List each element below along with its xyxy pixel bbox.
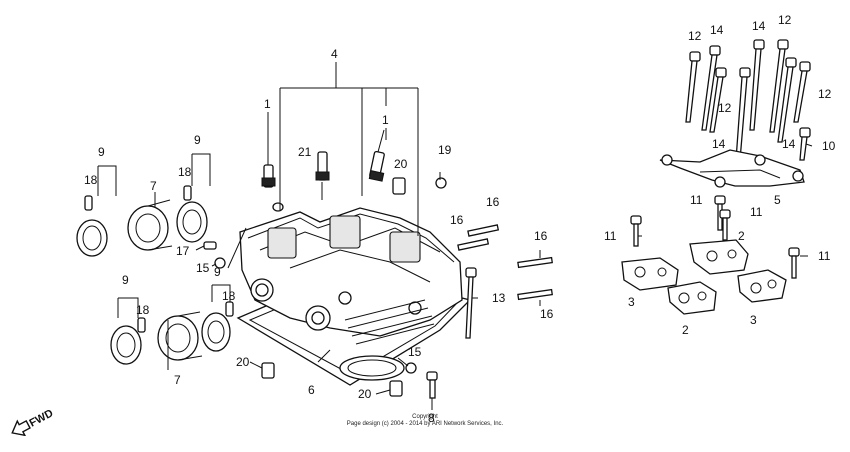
callout-9c: 9 xyxy=(122,273,129,287)
callout-3a: 3 xyxy=(628,295,635,309)
callout-18b: 18 xyxy=(178,165,192,179)
leader-lines xyxy=(97,62,813,410)
callout-12b: 12 xyxy=(778,13,792,27)
cylinder-head xyxy=(236,207,472,386)
callout-12a: 12 xyxy=(688,29,702,43)
callout-17: 17 xyxy=(176,244,190,258)
callout-13: 13 xyxy=(492,291,506,305)
callout-19: 19 xyxy=(438,143,452,157)
callout-9d: 9 xyxy=(214,265,221,279)
studs-16 xyxy=(457,224,553,301)
callout-9b: 9 xyxy=(194,133,201,147)
callout-11b: 11 xyxy=(750,205,763,219)
callout-16a: 16 xyxy=(450,213,464,227)
callout-16d: 16 xyxy=(540,307,554,321)
callout-15b: 15 xyxy=(408,345,422,359)
callout-16b: 16 xyxy=(486,195,500,209)
callout-11a: 11 xyxy=(690,193,703,207)
fwd-arrow-icon: FWD xyxy=(11,407,55,436)
callout-21: 21 xyxy=(298,145,312,159)
callout-20a: 20 xyxy=(394,157,408,171)
rocker-holders xyxy=(621,195,800,315)
callout-3b: 3 xyxy=(750,313,757,327)
spark-plug-right xyxy=(368,129,385,182)
bolt-17 xyxy=(203,241,217,250)
callout-6: 6 xyxy=(308,383,315,397)
spark-plug-left xyxy=(261,140,284,212)
callout-12d: 12 xyxy=(818,87,832,101)
callout-4: 4 xyxy=(331,47,338,61)
callout-15a: 15 xyxy=(196,261,210,275)
collar-20-top xyxy=(392,177,406,195)
copyright-line-2: Page design (c) 2004 - 2014 by ARI Netwo… xyxy=(346,421,504,427)
callout-2a: 2 xyxy=(738,229,745,243)
callout-20c: 20 xyxy=(358,387,372,401)
callout-18a: 18 xyxy=(84,173,98,187)
spark-plug-center xyxy=(315,151,330,200)
callout-1a: 1 xyxy=(264,97,271,111)
bracket-5 xyxy=(659,149,805,188)
callout-1b: 1 xyxy=(382,113,389,127)
callout-11c: 11 xyxy=(604,229,617,243)
callout-20b: 20 xyxy=(236,355,250,369)
callout-12c: 12 xyxy=(718,101,732,115)
callout-14a: 14 xyxy=(710,23,724,37)
bolt-13 xyxy=(465,267,477,339)
callout-5: 5 xyxy=(774,193,781,207)
callout-2b: 2 xyxy=(682,323,689,337)
washer-15-bottom xyxy=(405,362,417,374)
collar-20-bottom xyxy=(389,380,403,397)
callout-7a: 7 xyxy=(150,179,157,193)
callout-9a: 9 xyxy=(98,145,105,159)
callout-14d: 14 xyxy=(782,137,796,151)
washer-15-top xyxy=(214,257,226,269)
callout-14c: 14 xyxy=(712,137,726,151)
copyright-notice: Copyright Page design (c) 2004 - 2014 by… xyxy=(0,414,850,428)
callout-7b: 7 xyxy=(174,373,181,387)
intake-manifold-upper xyxy=(76,185,208,257)
intake-manifold-lower xyxy=(110,301,234,365)
callout-8: 8 xyxy=(428,411,435,425)
callout-14b: 14 xyxy=(752,19,766,33)
copyright-line-1: Copyright xyxy=(412,414,438,420)
ring-19 xyxy=(435,177,447,189)
head-bolts xyxy=(685,39,811,161)
callout-16c: 16 xyxy=(534,229,548,243)
callout-18c: 18 xyxy=(136,303,150,317)
callouts: 4 1 1 21 20 19 9 18 7 9 18 17 15 9 18 9 … xyxy=(84,13,836,425)
callout-10: 10 xyxy=(822,139,836,153)
callout-11d: 11 xyxy=(818,249,831,263)
callout-18d: 18 xyxy=(222,289,236,303)
collar-20-bottom-left xyxy=(261,362,275,379)
